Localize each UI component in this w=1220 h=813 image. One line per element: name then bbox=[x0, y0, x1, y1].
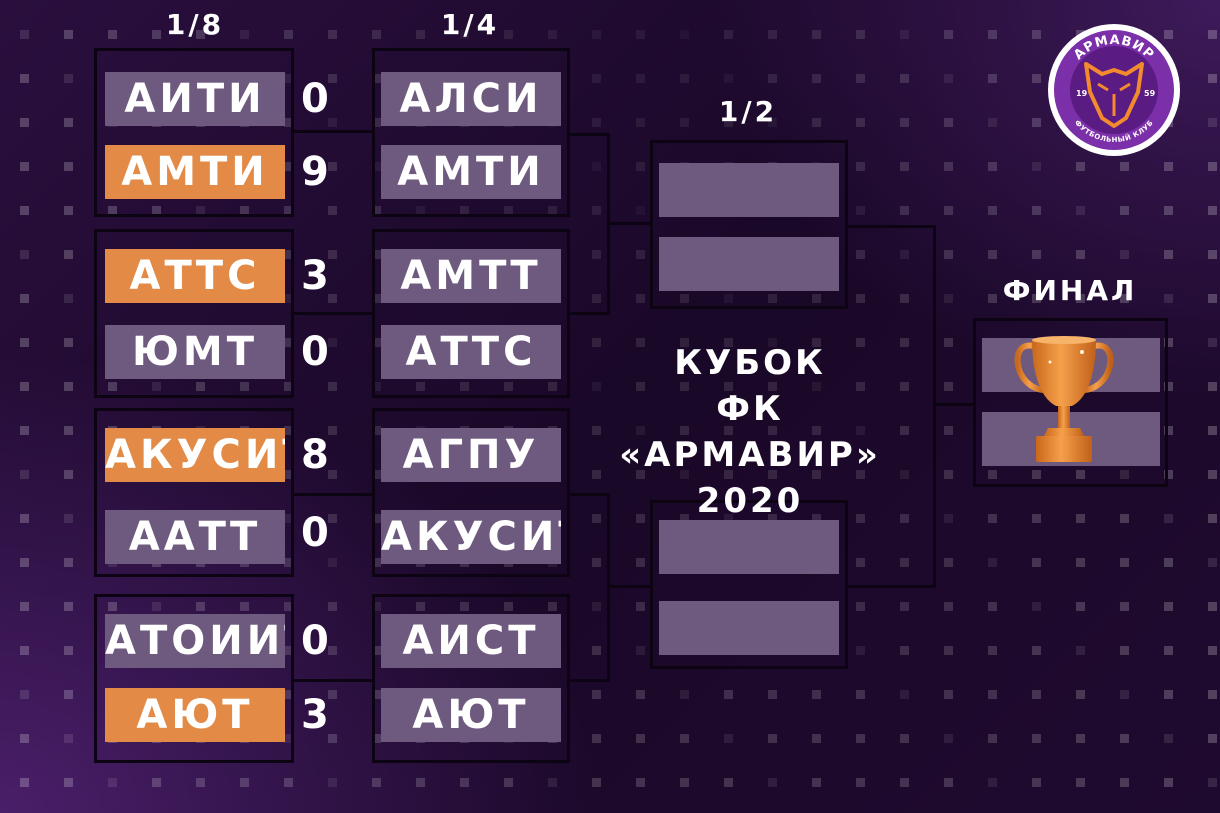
connector-r16-2 bbox=[294, 312, 373, 315]
team-r16-4a: АТОИИТ bbox=[105, 614, 285, 668]
connector-sf-2 bbox=[848, 585, 936, 588]
r16-match-2 bbox=[94, 229, 294, 398]
final-match bbox=[973, 318, 1168, 487]
connector-sf-bracket bbox=[933, 225, 936, 588]
score-r16-2b: 0 bbox=[301, 329, 329, 375]
team-qf-3b: АКУСИТ bbox=[381, 510, 561, 564]
team-qf-2a: АМТТ bbox=[381, 249, 561, 303]
sf-match-1 bbox=[650, 140, 848, 309]
score-r16-4a: 0 bbox=[301, 618, 329, 664]
team-r16-2b: ЮМТ bbox=[105, 325, 285, 379]
fox-logo: АРМАВИР ФУТБОЛЬНЫЙ КЛУБ 19 59 bbox=[1048, 24, 1180, 156]
trophy-icon bbox=[1014, 336, 1114, 462]
connector-sf-1 bbox=[848, 225, 936, 228]
r16-match-1 bbox=[94, 48, 294, 217]
score-r16-3b: 0 bbox=[301, 510, 329, 556]
slot-sf-2a bbox=[659, 520, 839, 574]
connector-sf-join bbox=[933, 403, 975, 406]
round-label-qf: 1/4 bbox=[440, 8, 500, 41]
connector-qf-2 bbox=[570, 312, 610, 315]
cup-title-line2: ФК «АРМАВИР» bbox=[619, 389, 881, 475]
team-r16-2a: АТТС bbox=[105, 249, 285, 303]
qf-match-3 bbox=[372, 408, 570, 577]
logo-year-left: 19 bbox=[1076, 89, 1088, 98]
team-qf-2b: АТТС bbox=[381, 325, 561, 379]
connector-qf-1 bbox=[570, 133, 610, 136]
team-r16-3a: АКУСИТ bbox=[105, 428, 285, 482]
team-r16-1b: АМТИ bbox=[105, 145, 285, 199]
qf-match-1 bbox=[372, 48, 570, 217]
team-qf-3a: АГПУ bbox=[381, 428, 561, 482]
team-r16-3b: ААТТ bbox=[105, 510, 285, 564]
connector-qf-3 bbox=[570, 493, 610, 496]
connector-r16-3 bbox=[294, 493, 373, 496]
score-r16-2a: 3 bbox=[301, 253, 329, 299]
round-label-sf: 1/2 bbox=[718, 95, 778, 128]
slot-sf-2b bbox=[659, 601, 839, 655]
score-r16-1b: 9 bbox=[301, 149, 329, 195]
sf-match-2 bbox=[650, 500, 848, 669]
qf-match-4 bbox=[372, 594, 570, 763]
team-r16-4b: АЮТ bbox=[105, 688, 285, 742]
qf-match-2 bbox=[372, 229, 570, 398]
round-label-r16: 1/8 bbox=[165, 8, 225, 41]
slot-sf-1b bbox=[659, 237, 839, 291]
cup-title-line3: 2020 bbox=[696, 481, 804, 521]
score-r16-1a: 0 bbox=[301, 76, 329, 122]
team-qf-1b: АМТИ bbox=[381, 145, 561, 199]
team-qf-4b: АЮТ bbox=[381, 688, 561, 742]
connector-qf-join-bottom bbox=[607, 585, 652, 588]
connector-r16-1 bbox=[294, 130, 373, 133]
team-qf-4a: АИСТ bbox=[381, 614, 561, 668]
connector-qf-4 bbox=[570, 679, 610, 682]
team-qf-1a: АЛСИ bbox=[381, 72, 561, 126]
cup-title: КУБОК ФК «АРМАВИР» 2020 bbox=[600, 340, 900, 524]
slot-sf-1a bbox=[659, 163, 839, 217]
connector-r16-4 bbox=[294, 679, 373, 682]
logo-year-right: 59 bbox=[1144, 89, 1156, 98]
r16-match-3 bbox=[94, 408, 294, 577]
round-label-final: ФИНАЛ bbox=[1002, 274, 1138, 307]
r16-match-4 bbox=[94, 594, 294, 763]
score-r16-4b: 3 bbox=[301, 692, 329, 738]
cup-title-line1: КУБОК bbox=[674, 343, 826, 383]
team-r16-1a: АИТИ bbox=[105, 72, 285, 126]
score-r16-3a: 8 bbox=[301, 432, 329, 478]
connector-qf-join-top bbox=[607, 222, 652, 225]
